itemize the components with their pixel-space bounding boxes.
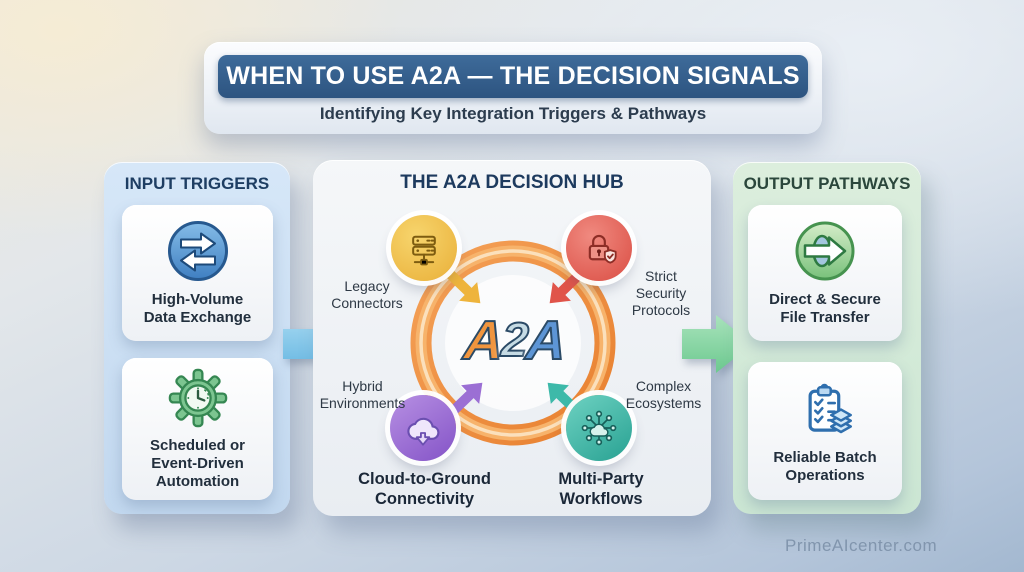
- data-exchange-icon: [167, 220, 228, 281]
- card-file-transfer: Direct & Secure File Transfer: [748, 205, 902, 341]
- title-card: WHEN TO USE A2A — THE DECISION SIGNALS I…: [204, 42, 822, 134]
- signal-arrow-security: [549, 268, 586, 304]
- title-bar: WHEN TO USE A2A — THE DECISION SIGNALS: [218, 55, 808, 98]
- cloud-download-icon: [407, 417, 440, 446]
- hub-panel-title: THE A2A DECISION HUB: [400, 172, 624, 193]
- page-title: WHEN TO USE A2A — THE DECISION SIGNALS: [226, 62, 800, 90]
- card-label: Scheduled or Event-Driven Automation: [149, 436, 246, 491]
- output-arrow-icon: [682, 315, 752, 373]
- node-complex-ecosystems: [566, 395, 632, 461]
- output-pathways-panel: OUTPUT PATHWAYS Direct & Secure File Tra…: [733, 162, 921, 514]
- card-label: Direct & Secure File Transfer: [769, 290, 881, 326]
- signal-arrow-hybrid: [446, 382, 483, 418]
- card-label: High-Volume Data Exchange: [143, 290, 252, 326]
- watermark: PrimeAIcenter.com: [785, 536, 938, 555]
- output-panel-title: OUTPUT PATHWAYS: [743, 174, 911, 193]
- node-legacy-connectors: [391, 215, 457, 281]
- label-legacy-connectors: Legacy Connectors: [331, 278, 403, 311]
- logo-letter: A: [461, 308, 505, 372]
- caption-cloud-to-ground: Cloud-to-Ground Connectivity: [358, 470, 491, 508]
- card-label: Reliable Batch Operations: [773, 448, 877, 484]
- caption-multi-party: Multi-Party Workflows: [558, 470, 644, 508]
- page-subtitle: Identifying Key Integration Triggers & P…: [319, 104, 707, 123]
- batch-operations-icon: [808, 383, 852, 433]
- card-scheduled-automation: Scheduled or Event-Driven Automation: [122, 358, 273, 500]
- logo-letter: A: [523, 308, 567, 372]
- card-batch-operations: Reliable Batch Operations: [748, 362, 902, 500]
- input-triggers-panel: INPUT TRIGGERS High-Volume Data Exchange: [104, 162, 290, 514]
- input-panel-title: INPUT TRIGGERS: [124, 174, 270, 193]
- node-security-protocols: [566, 215, 632, 281]
- label-hybrid-environments: Hybrid Environments: [319, 378, 406, 411]
- a2a-logo: A 2 A: [449, 308, 579, 372]
- network-hub-icon: [581, 410, 617, 446]
- label-complex-ecosystems: Complex Ecosystems: [625, 378, 702, 411]
- server-icon: [412, 235, 436, 266]
- signal-arrow-legacy: [444, 268, 481, 304]
- hub-ring-and-arrows: [410, 240, 616, 446]
- decision-hub-panel: THE A2A DECISION HUB A 2 A: [313, 160, 711, 516]
- file-transfer-icon: [795, 221, 855, 281]
- label-strict-security: Strict Security Protocols: [631, 268, 691, 318]
- card-high-volume: High-Volume Data Exchange: [122, 205, 273, 341]
- lock-shield-icon: [588, 234, 617, 264]
- gear-clock-icon: [168, 368, 227, 427]
- node-hybrid-environments: [390, 395, 456, 461]
- hub-center-glow: [445, 275, 581, 411]
